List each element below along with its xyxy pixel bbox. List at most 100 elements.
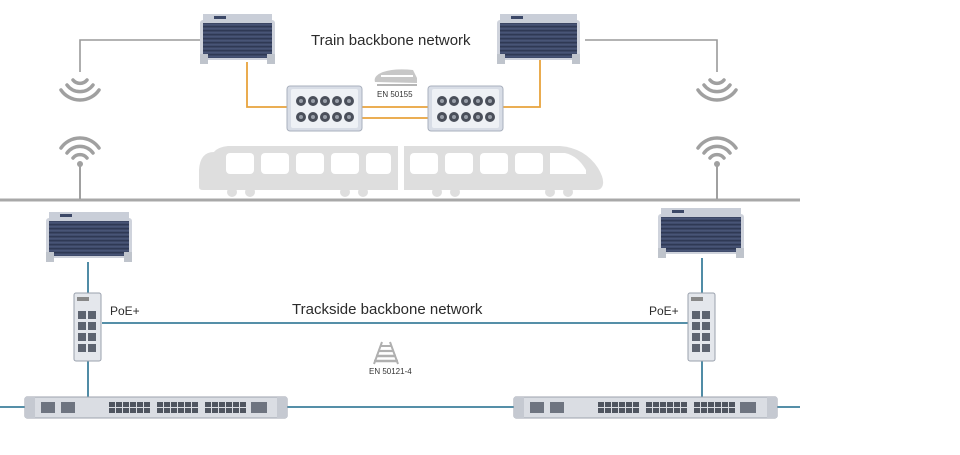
console-port: [740, 402, 756, 413]
rj45-port: [633, 402, 639, 407]
rj45-port: [78, 322, 86, 330]
rj45-port: [123, 408, 129, 413]
rj45-port: [681, 402, 687, 407]
rack-switch-left: [24, 396, 288, 419]
rj45-port: [633, 408, 639, 413]
rj45-port: [660, 402, 666, 407]
rj45-port: [192, 402, 198, 407]
rj45-port: [692, 322, 700, 330]
rj45-port: [144, 402, 150, 407]
rj45-port: [715, 402, 721, 407]
rj45-port: [226, 408, 232, 413]
console-port: [251, 402, 267, 413]
rj45-port: [667, 402, 673, 407]
train-link-right: [503, 60, 541, 108]
rj45-port: [219, 402, 225, 407]
rj45-port: [674, 402, 680, 407]
rj45-port: [694, 402, 700, 407]
wireless-signal-icon-train-left: [59, 78, 101, 102]
trackside-backbone-network-label: Trackside backbone network: [292, 301, 483, 318]
rj45-port: [219, 408, 225, 413]
train-link-left: [246, 62, 287, 108]
rj45-port: [701, 408, 707, 413]
access-point-train-left: [200, 14, 275, 64]
rj45-port: [702, 333, 710, 341]
rj45-port: [702, 322, 710, 330]
train-backbone-links: [246, 60, 541, 119]
sfp-port: [530, 402, 544, 413]
rj45-port: [137, 408, 143, 413]
poe-switch-left: [73, 292, 102, 362]
rj45-port: [78, 333, 86, 341]
track-standard-icon: [373, 341, 399, 365]
track-standard-label: EN 50121-4: [369, 367, 412, 376]
rj45-port: [130, 408, 136, 413]
train-switches: [286, 85, 504, 132]
m12-ports: [296, 96, 354, 122]
rj45-port: [240, 408, 246, 413]
rj45-port: [116, 402, 122, 407]
sfp-port: [41, 402, 55, 413]
rj45-port: [157, 402, 163, 407]
poe-label-right: PoE+: [649, 304, 679, 318]
rj45-port: [88, 344, 96, 352]
train-switch-right: [427, 85, 504, 132]
rj45-port: [612, 408, 618, 413]
rj45-port: [164, 402, 170, 407]
rj45-port: [605, 408, 611, 413]
rj45-port: [192, 408, 198, 413]
rj45-port: [598, 402, 604, 407]
m12-ports: [437, 96, 495, 122]
uplink-cable-right: [585, 39, 718, 72]
rj45-port: [702, 344, 710, 352]
train-silhouette-icon: [199, 146, 604, 197]
rj45-port: [660, 408, 666, 413]
access-point-devices: [46, 14, 744, 262]
rj45-port: [626, 408, 632, 413]
rj45-port: [88, 311, 96, 319]
access-point-track-right: [658, 208, 744, 258]
train-standard-icon: [374, 69, 417, 86]
wireless-signal-icon-track-right: [696, 136, 738, 199]
rj45-port: [646, 402, 652, 407]
rack-switch-right: [513, 396, 778, 419]
rj45-port: [164, 408, 170, 413]
rack-ports: [41, 402, 267, 413]
train-backbone-network-label: Train backbone network: [311, 32, 471, 49]
rj45-port: [692, 344, 700, 352]
rj45-port: [171, 408, 177, 413]
rj45-port: [708, 402, 714, 407]
rj45-port: [212, 408, 218, 413]
rj45-port: [674, 408, 680, 413]
rj45-port: [653, 402, 659, 407]
rj45-port: [598, 408, 604, 413]
poe-switches: [73, 292, 716, 362]
rj45-port: [619, 402, 625, 407]
rj45-port: [88, 333, 96, 341]
rj45-port: [715, 408, 721, 413]
rj45-port: [205, 402, 211, 407]
wireless-signal-icon-train-right: [696, 78, 738, 102]
rj45-port: [605, 402, 611, 407]
rack-switches: [24, 396, 778, 419]
rj45-port: [137, 402, 143, 407]
rj45-port: [144, 408, 150, 413]
rj45-port: [171, 402, 177, 407]
rj45-port: [708, 408, 714, 413]
rj45-port: [729, 408, 735, 413]
uplink-cable-left: [79, 39, 203, 72]
rj45-port: [233, 402, 239, 407]
train-standard-label: EN 50155: [377, 90, 413, 99]
poe-label-left: PoE+: [110, 304, 140, 318]
rj45-port: [646, 408, 652, 413]
rj45-port: [722, 402, 728, 407]
rj45-port: [701, 402, 707, 407]
rack-ports: [530, 402, 756, 413]
rj45-port: [722, 408, 728, 413]
rj45-port: [626, 402, 632, 407]
rj45-port: [178, 408, 184, 413]
rj45-port: [130, 402, 136, 407]
access-point-train-right: [497, 14, 580, 64]
